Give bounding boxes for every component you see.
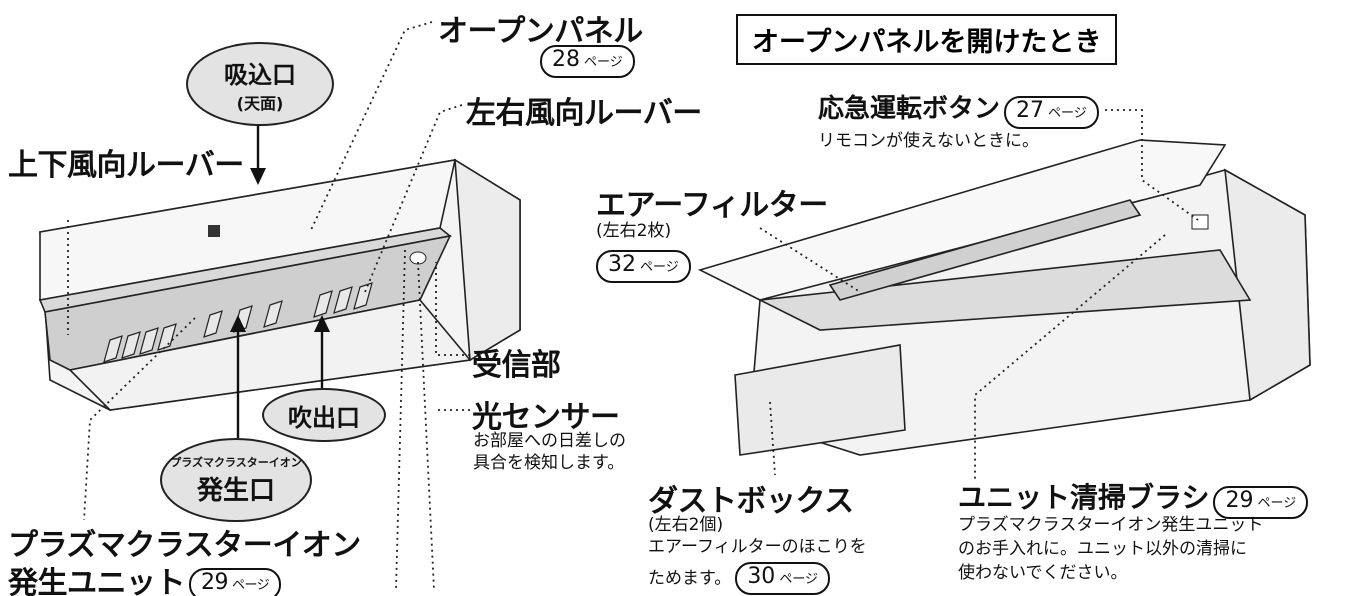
air-filter-sub: (左右2枚)	[596, 221, 672, 241]
brush-desc-1: プラズマクラスターイオン発生ユニット	[958, 515, 1264, 535]
lr-louver-label: 左右風向ルーバー	[466, 96, 702, 131]
brand-logo-icon	[208, 225, 220, 237]
receiver-label: 受信部	[472, 348, 561, 383]
emergency-label: 応急運転ボタン	[818, 94, 1001, 124]
ud-louver-label: 上下風向ルーバー	[8, 148, 244, 183]
emergency-desc: リモコンが使えないときに。	[818, 131, 1039, 151]
light-sensor-desc-1: お部屋への日差しの	[473, 431, 626, 451]
inlet-sub-label: (天面)	[236, 93, 284, 113]
arrows	[230, 125, 330, 438]
light-sensor-desc-2: 具合を検知します。	[473, 453, 625, 473]
ion-unit-label-1: プラズマクラスターイオン	[8, 528, 361, 563]
emergency-button-illustration	[1191, 214, 1209, 230]
ion-outlet-small-label: プラズマクラスターイオン	[170, 455, 302, 469]
outlet-callout: 吹出口	[262, 388, 386, 442]
leader-lines	[67, 21, 1199, 591]
ion-outlet-label: 発生口	[196, 475, 275, 506]
outlet-label: 吹出口	[288, 403, 360, 432]
light-sensor-label: 光センサー	[472, 400, 620, 435]
ac-unit-open	[697, 139, 1311, 456]
dust-box-desc-1: エアーフィルターのほこりを	[648, 537, 867, 557]
ion-outlet-callout: プラズマクラスターイオン 発生口	[160, 438, 312, 522]
louver-blades	[103, 282, 373, 363]
brush-label: ユニット清掃ブラシ	[958, 481, 1210, 514]
brush-desc-3: 使わないでください。	[958, 563, 1128, 583]
ac-unit-closed	[38, 158, 521, 411]
when-open-title: オープンパネルを開けたとき	[736, 14, 1118, 65]
dust-box-label: ダストボックス	[648, 484, 854, 519]
air-filter-label: エアーフィルター	[596, 188, 828, 223]
open-panel-label: オープンパネル	[438, 14, 643, 49]
inlet-callout: 吸込口 (天面)	[186, 42, 334, 126]
dust-box-sub: (左右2個)	[648, 515, 724, 535]
inlet-label: 吸込口	[224, 60, 296, 89]
brush-desc-2: のお手入れに。ユニット以外の清掃に	[958, 539, 1247, 559]
